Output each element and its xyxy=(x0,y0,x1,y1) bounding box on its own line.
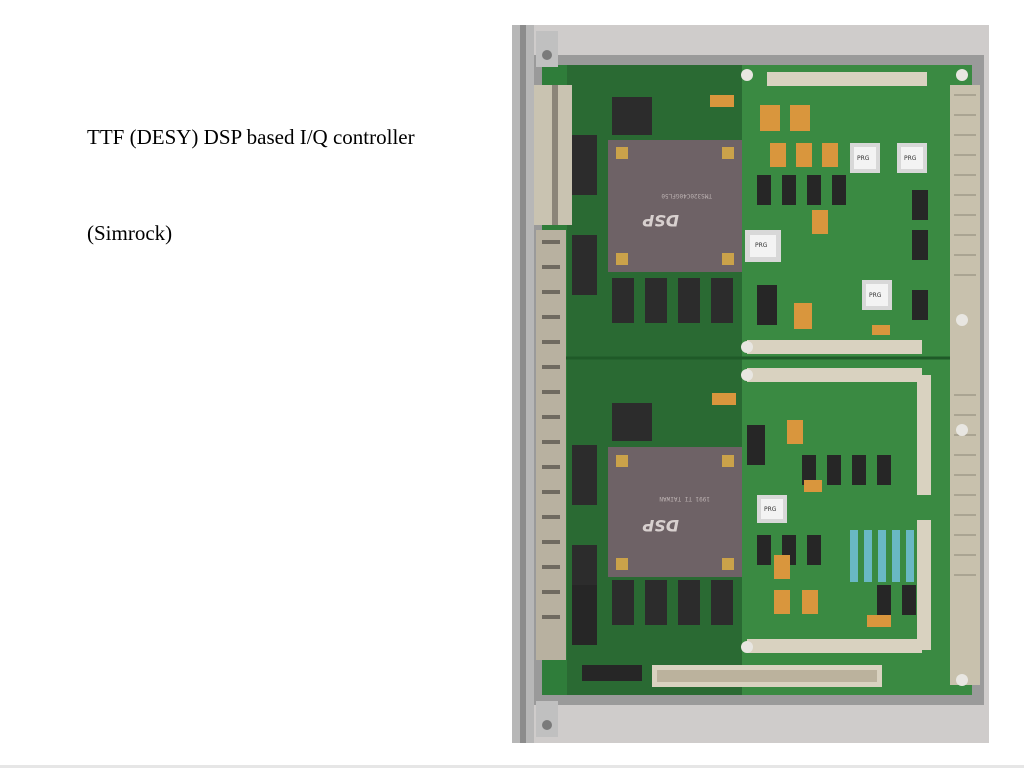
dsp-chip-top-logo: DSP xyxy=(642,211,679,230)
prg-label-3: PRG xyxy=(904,155,917,162)
logic-ics xyxy=(572,175,928,681)
slide-subtitle: (Simrock) xyxy=(87,220,173,245)
slide-bottom-rule xyxy=(0,765,1024,768)
prg-label-2: PRG xyxy=(857,155,870,162)
connector-lower xyxy=(747,639,922,653)
connector-mid-upper xyxy=(747,340,922,354)
resistor-packs xyxy=(850,530,914,582)
backplane-pins xyxy=(954,94,976,576)
dsp-chip-bottom-logo: DSP xyxy=(642,516,679,535)
dsp-chip-top-marking: TMS320C40GFL50 xyxy=(661,192,712,199)
capacitors xyxy=(710,95,891,627)
front-panel-edge xyxy=(520,25,526,743)
dsp-chip-top xyxy=(608,140,742,272)
top-screw xyxy=(542,50,552,60)
dsp-chip-bottom xyxy=(608,447,742,577)
slide-title: TTF (DESY) DSP based I/Q controller xyxy=(87,125,415,149)
plcc-sockets xyxy=(745,143,927,523)
left-connector-pins xyxy=(542,240,560,619)
board-photo: DSP TMS320C40GFL50 DSP 1991 TI TAIWAN xyxy=(512,25,989,743)
top-ejector xyxy=(536,31,558,67)
bottom-screw xyxy=(542,720,552,730)
connector-vertical-a xyxy=(917,375,931,495)
mounting-holes xyxy=(741,69,968,686)
left-connector-strip xyxy=(536,230,566,660)
bottom-ejector xyxy=(536,701,558,737)
prg-label-4: PRG xyxy=(869,292,882,299)
prg-label-1: PRG xyxy=(755,242,768,249)
prg-label-5: PRG xyxy=(764,506,777,513)
connector-mid-lower xyxy=(747,368,922,382)
dsp-chip-bottom-marking: 1991 TI TAIWAN xyxy=(659,495,710,502)
dsp-board-image: DSP TMS320C40GFL50 DSP 1991 TI TAIWAN xyxy=(512,25,989,743)
backplane-connector xyxy=(950,85,980,685)
connector-vertical-b xyxy=(917,520,931,650)
connector-top xyxy=(767,72,927,86)
slide-text: TTF (DESY) DSP based I/Q controller (Sim… xyxy=(87,124,447,247)
